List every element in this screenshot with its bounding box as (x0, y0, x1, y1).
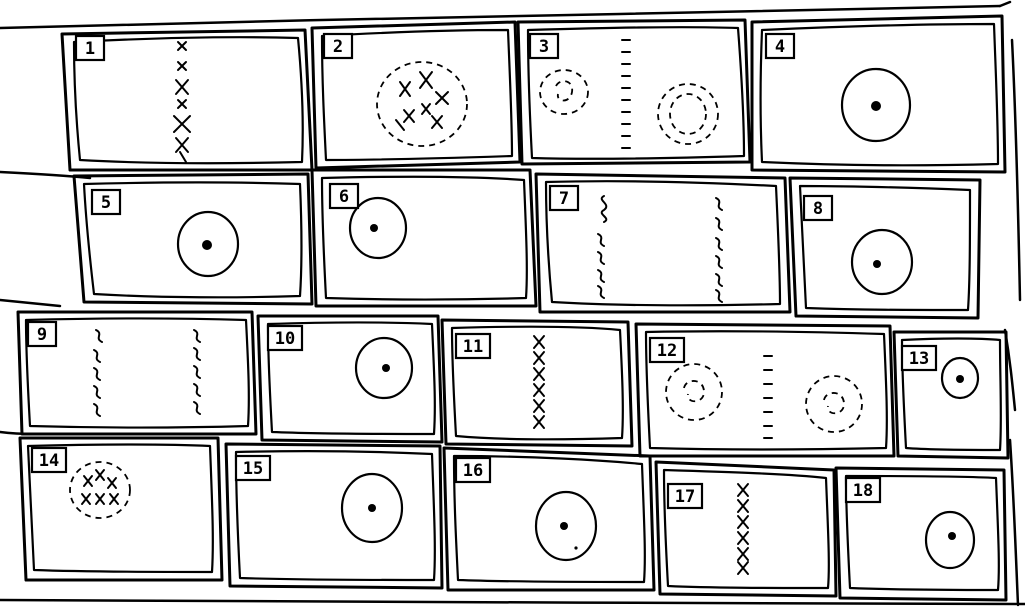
cell-3: 3 (518, 20, 750, 164)
cell-18: 18 (836, 468, 1006, 600)
cell-label: 5 (101, 193, 111, 213)
cell-9: 9 (18, 312, 256, 434)
cell-label: 12 (657, 341, 677, 361)
cell-1: 1 (62, 30, 312, 170)
cell-label: 7 (559, 189, 569, 209)
cell-5: 5 (74, 174, 312, 304)
cell-label: 3 (539, 37, 549, 57)
cell-label: 1 (85, 39, 95, 59)
cell-12: 12 (636, 324, 894, 456)
cell-label: 17 (675, 487, 695, 507)
cell-15: 15 (226, 444, 442, 588)
cell-label: 14 (39, 451, 59, 471)
cell-label: 15 (243, 459, 263, 479)
cell-label: 9 (37, 325, 47, 345)
cell-10: 10 (258, 316, 442, 442)
cell-label: 2 (333, 37, 343, 57)
cell-4: 4 (752, 16, 1005, 172)
cell-2: 2 (312, 22, 520, 168)
cell-14: 14 (20, 438, 222, 580)
cell-17: 17 (656, 462, 836, 596)
cell-7: 7 (536, 174, 790, 312)
cell-label: 4 (775, 37, 785, 57)
cell-label: 10 (275, 329, 295, 349)
cell-13: 13 (894, 332, 1008, 458)
cell-label: 6 (339, 187, 349, 207)
cell-11: 11 (442, 320, 632, 446)
cell-label: 8 (813, 199, 823, 219)
cell-8: 8 (790, 178, 980, 318)
cell-label: 18 (853, 481, 873, 501)
cell-16: 16 (444, 448, 654, 590)
cell-label: 13 (909, 349, 929, 369)
cell-label: 16 (463, 461, 483, 481)
cell-label: 11 (463, 337, 483, 357)
cell-6: 6 (312, 170, 536, 306)
